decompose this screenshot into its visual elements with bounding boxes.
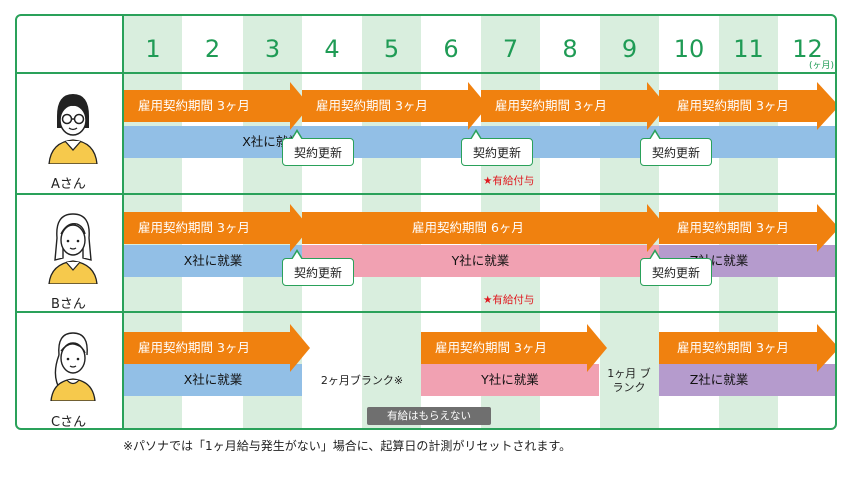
- month-label: 9: [621, 35, 638, 63]
- contract-arrow: 雇用契約期間 6ヶ月: [302, 212, 647, 244]
- row-divider-1: [17, 193, 835, 195]
- arrow-head: [290, 324, 310, 372]
- contract-arrow: 雇用契約期間 3ヶ月: [124, 90, 290, 122]
- contract-arrow: 雇用契約期間 3ヶ月: [124, 212, 290, 244]
- person-name: Cさん: [51, 415, 87, 430]
- contract-arrow: 雇用契約期間 3ヶ月: [124, 332, 290, 364]
- month-unit-label: (ヶ月): [809, 61, 835, 71]
- paid-leave-note: ★有給付与: [483, 175, 535, 187]
- woman-with-glasses-icon: [48, 94, 98, 164]
- contract-arrow: 雇用契約期間 3ヶ月: [302, 90, 468, 122]
- contract-arrow: 雇用契約期間 3ヶ月: [659, 212, 819, 244]
- footnote: ※パソナでは「1ヶ月給与発生がない」場合に、起算日の計測がリセットされます。: [123, 439, 572, 453]
- arrow-head: [817, 324, 835, 372]
- employment-bar-x: X社に就業: [124, 245, 302, 277]
- blank-period-label: 1ヶ月 ブランク: [607, 367, 651, 394]
- month-label: 4: [324, 35, 340, 63]
- month-label: 1: [145, 35, 161, 63]
- arrow-head: [587, 324, 607, 372]
- contract-arrow: 雇用契約期間 3ヶ月: [659, 90, 819, 122]
- renewal-callout: 契約更新: [282, 129, 354, 166]
- employment-bar-y: Y社に就業: [302, 245, 659, 277]
- month-label: 3: [264, 35, 281, 63]
- month-label: 5: [383, 35, 400, 63]
- employment-bar-y: Y社に就業: [421, 364, 599, 396]
- employment-bar-x: X社に就業: [124, 364, 302, 396]
- month-label: 12: [792, 35, 823, 63]
- renewal-callout: 契約更新: [640, 249, 712, 286]
- renewal-callout: 契約更新: [282, 249, 354, 286]
- woman-long-hair-icon: [48, 213, 98, 284]
- contract-arrow: 雇用契約期間 3ヶ月: [659, 332, 819, 364]
- blank-period-label: 2ヶ月ブランク※: [320, 374, 404, 387]
- employment-timeline-table: 1 2 3 4 5 6 7 8 9 10 11 12 (ヶ月) Aさん X社に就…: [15, 14, 837, 430]
- month-label: 10: [673, 35, 705, 63]
- no-paid-leave-label: 有給はもらえない: [367, 407, 491, 425]
- woman-ponytail-icon: [50, 332, 96, 401]
- month-label: 8: [562, 35, 578, 63]
- contract-arrow: 雇用契約期間 3ヶ月: [421, 332, 587, 364]
- month-label: 7: [502, 35, 519, 63]
- person-name: Bさん: [51, 297, 86, 312]
- arrow-head: [817, 82, 835, 130]
- month-label: 11: [733, 35, 764, 63]
- renewal-callout: 契約更新: [640, 129, 712, 166]
- name-column-divider: [122, 16, 124, 428]
- renewal-callout: 契約更新: [461, 129, 533, 166]
- header-row-divider: [17, 72, 835, 74]
- contract-arrow: 雇用契約期間 3ヶ月: [481, 90, 647, 122]
- person-name: Aさん: [51, 177, 86, 192]
- row-divider-2: [17, 311, 835, 313]
- month-label: 6: [443, 35, 459, 63]
- employment-bar-z: Z社に就業: [659, 364, 835, 396]
- month-label: 2: [204, 35, 221, 63]
- paid-leave-note: ★有給付与: [483, 294, 535, 306]
- arrow-head: [817, 204, 835, 252]
